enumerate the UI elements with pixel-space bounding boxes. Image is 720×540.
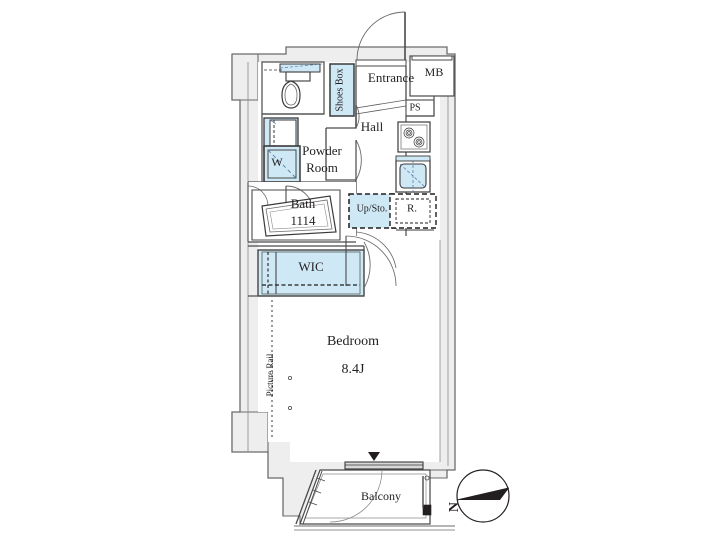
room-labels: Entrance Shoes Box MB PS Hall Powder Roo… xyxy=(265,65,462,512)
label-bedroom: Bedroom xyxy=(327,334,379,349)
powder-room xyxy=(248,114,356,183)
label-shoes-box: Shoes Box xyxy=(334,68,345,111)
label-mb: MB xyxy=(425,65,444,79)
label-entrance: Entrance xyxy=(368,70,414,85)
compass-rose xyxy=(456,469,510,523)
refrigerator-box xyxy=(389,193,437,229)
label-picture-rail: Picture Rail xyxy=(265,353,275,396)
shoes-box-fixture xyxy=(329,63,355,117)
bedroom-zone xyxy=(248,231,441,462)
label-washer: W xyxy=(271,155,283,169)
toilet-room xyxy=(261,61,325,115)
label-ps: PS xyxy=(409,102,420,113)
label-balcony: Balcony xyxy=(361,489,401,503)
direction-marker xyxy=(368,452,380,461)
label-bedroom-area: 8.4J xyxy=(342,362,366,377)
label-powder-line2: Room xyxy=(306,160,338,175)
label-wic: WIC xyxy=(298,259,323,274)
label-compass-north: N xyxy=(447,502,462,512)
mb-closet xyxy=(409,55,455,97)
label-up-sto: Up/Sto. xyxy=(357,203,388,214)
label-bath: Bath xyxy=(291,196,316,211)
balcony-sliding-door xyxy=(344,461,424,470)
storage-boxes xyxy=(348,193,437,229)
label-refrigerator: R. xyxy=(407,203,417,215)
entrance-zone xyxy=(326,11,407,129)
balcony-zone xyxy=(294,452,455,531)
label-hall: Hall xyxy=(361,119,384,134)
bath-room xyxy=(247,182,356,243)
label-bath-size: 1114 xyxy=(290,213,316,228)
label-powder-line1: Powder xyxy=(302,143,342,158)
